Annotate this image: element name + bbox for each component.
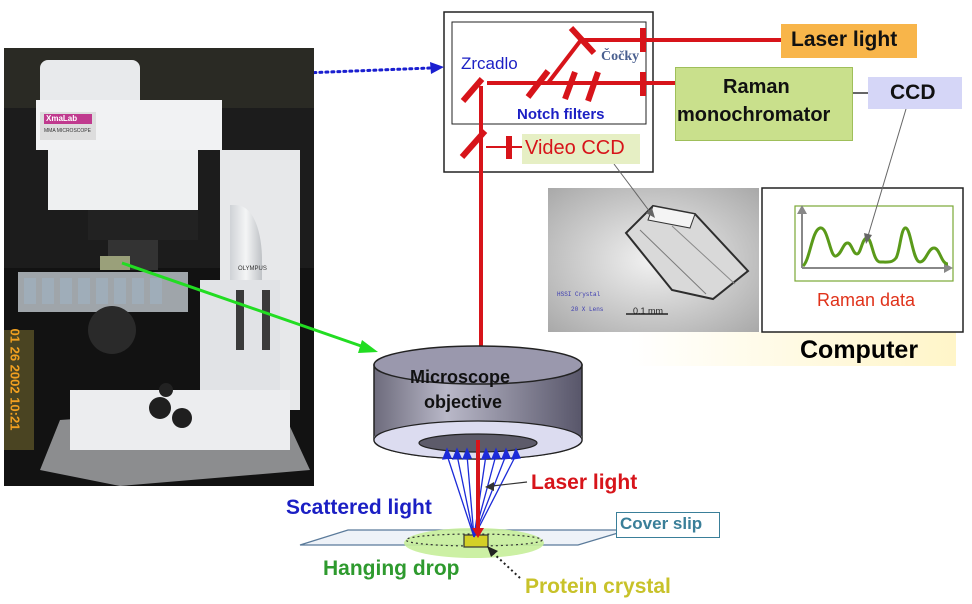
photo-model-label: MMA MICROSCOPE [44, 128, 91, 134]
objective-pointer-arrow [121, 261, 378, 353]
raman-spectrum-curve [801, 226, 949, 268]
computer-label: Computer [800, 336, 919, 364]
mirror-top [568, 25, 597, 56]
scattered-light-rays [441, 447, 521, 538]
protein-crystal-label: Protein crystal [525, 575, 671, 598]
laser-into-sample [472, 440, 484, 538]
microscope-photo [4, 48, 314, 486]
mirror-zrcadlo [460, 77, 485, 103]
notch-filters-label: Notch filters [517, 106, 605, 123]
zrcadlo-label: Zrcadlo [461, 54, 518, 73]
hanging-drop-label: Hanging drop [323, 557, 460, 580]
protein-crystal-pointer [487, 546, 521, 579]
scattered-light-label: Scattered light [286, 496, 432, 519]
ccd-box [868, 77, 962, 109]
raman-monochromator-box [675, 67, 853, 141]
raman-data-panel [761, 187, 964, 333]
raman-data-label: Raman data [817, 290, 916, 310]
laser-label-pointer [485, 481, 528, 491]
crystal-image [548, 188, 759, 332]
mirror-video [459, 129, 488, 159]
cocky-label: Čočky [601, 49, 640, 64]
photo-timestamp: 01 26 2002 10:21 [7, 328, 23, 431]
cover-slip-label: Cover slip [620, 514, 703, 533]
raman-label-line1: Raman [723, 76, 790, 98]
laser-light-label-top: Laser light [791, 28, 898, 51]
crystal-scale-label: 0.1 mm [633, 306, 664, 316]
ccd-label: CCD [890, 81, 936, 104]
video-ccd-label: Video CCD [525, 137, 625, 159]
notch-filter-2 [562, 70, 578, 101]
protein-crystal-shape [463, 534, 489, 548]
crystal-caption-1: HSSI Crystal [557, 291, 601, 298]
cover-slip-box [616, 512, 720, 538]
objective-label-line1: Microscope [410, 367, 511, 387]
notch-filter-1 [525, 69, 551, 99]
computer-panel-shade [630, 332, 956, 366]
raman-label-line2: monochromator [677, 104, 831, 126]
video-ccd-box [522, 134, 640, 164]
laser-light-label-bottom: Laser light [531, 471, 638, 494]
objective-label-line2: objective [424, 392, 503, 412]
laser-light-box [781, 24, 917, 58]
crystal-caption-2: 20 X Lens [571, 306, 604, 313]
optical-elements [459, 25, 646, 159]
photo-olympus-label: OLYMPUS [238, 266, 267, 272]
photo-brand-label: XmaLab [46, 114, 78, 123]
ccd-pointer-line [864, 108, 907, 244]
video-pointer-line [613, 163, 655, 218]
notch-filter-3 [585, 71, 601, 102]
cover-slip-stage [299, 528, 629, 558]
